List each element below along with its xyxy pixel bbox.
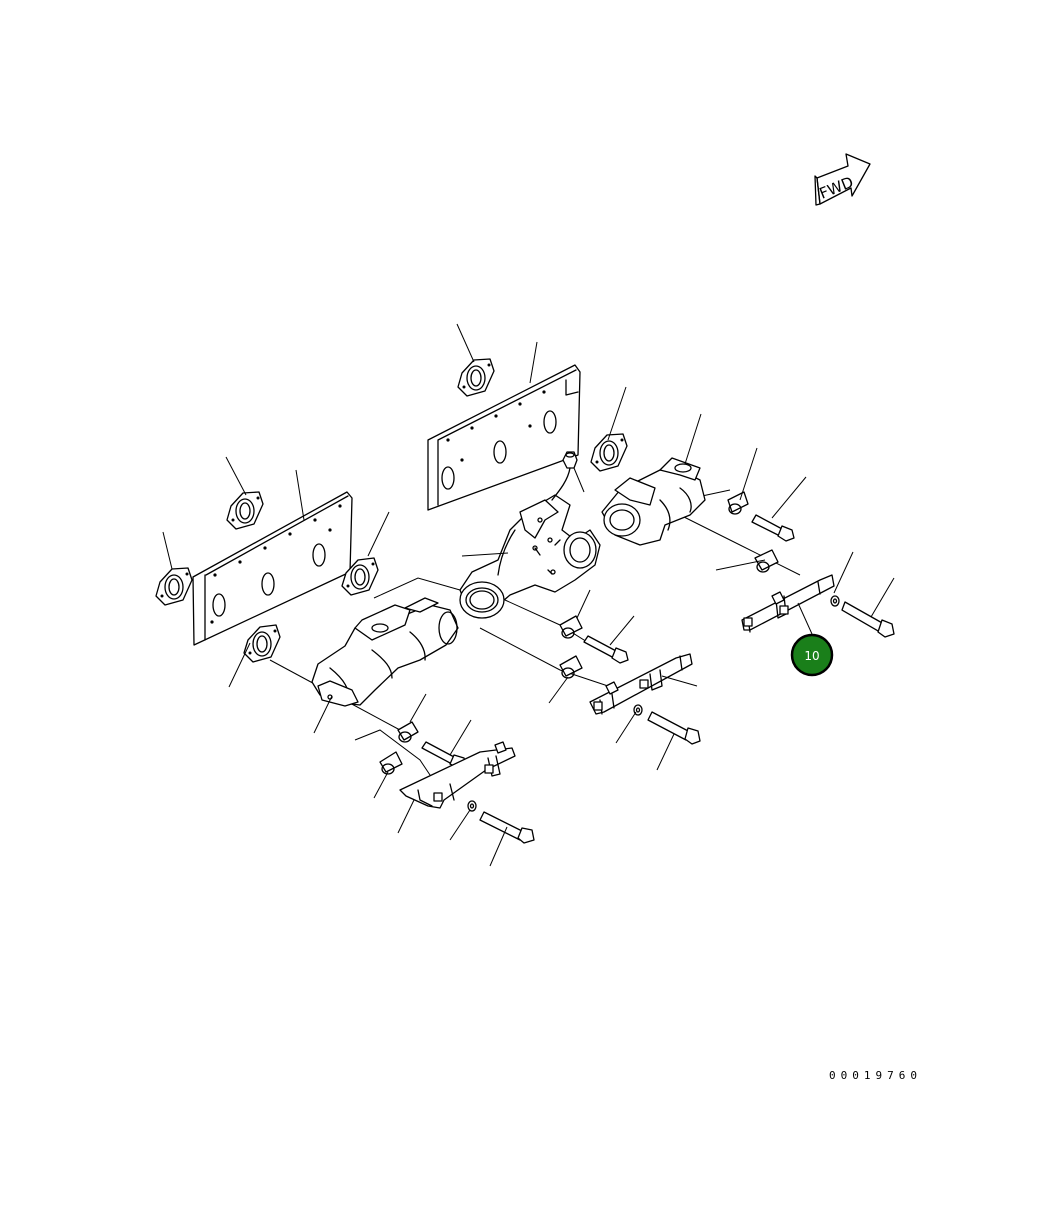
shield-bolt-holes — [210, 504, 342, 624]
heat-shield-right — [427, 364, 581, 511]
bracket-left — [399, 741, 516, 809]
gasket-5 — [457, 358, 495, 397]
bolt-3 — [583, 635, 629, 664]
bolt-6 — [841, 601, 895, 638]
exhaust-manifold-center — [459, 494, 601, 619]
gasket-3 — [243, 624, 281, 663]
fwd-direction-marker: FWD — [814, 153, 871, 206]
bolt-2 — [479, 811, 535, 844]
gasket-2 — [226, 491, 264, 530]
temperature-sensor — [551, 451, 578, 501]
callout-label: 10 — [804, 649, 819, 663]
gasket-6 — [590, 433, 628, 472]
bolt-4 — [647, 711, 701, 745]
exhaust-manifold-right — [601, 457, 706, 546]
bracket-right — [741, 574, 835, 633]
gasket-1 — [155, 567, 193, 606]
bracket-center — [589, 653, 693, 715]
bolt-5 — [751, 514, 795, 542]
exhaust-manifold-left — [311, 597, 459, 707]
brackets — [399, 574, 835, 809]
gaskets — [155, 358, 628, 663]
heat-shield-left — [192, 491, 353, 646]
gasket-4 — [341, 557, 379, 596]
callout-leaders — [162, 323, 895, 867]
figure-number: 00019760 — [829, 1069, 922, 1082]
shield-bolt-holes-right — [446, 390, 546, 462]
forward-arrow-icon — [816, 153, 871, 205]
washers — [467, 595, 840, 812]
callout-badge[interactable]: 10 — [790, 633, 834, 677]
callout-circle[interactable] — [790, 633, 834, 677]
spacer-sleeves — [379, 491, 779, 775]
